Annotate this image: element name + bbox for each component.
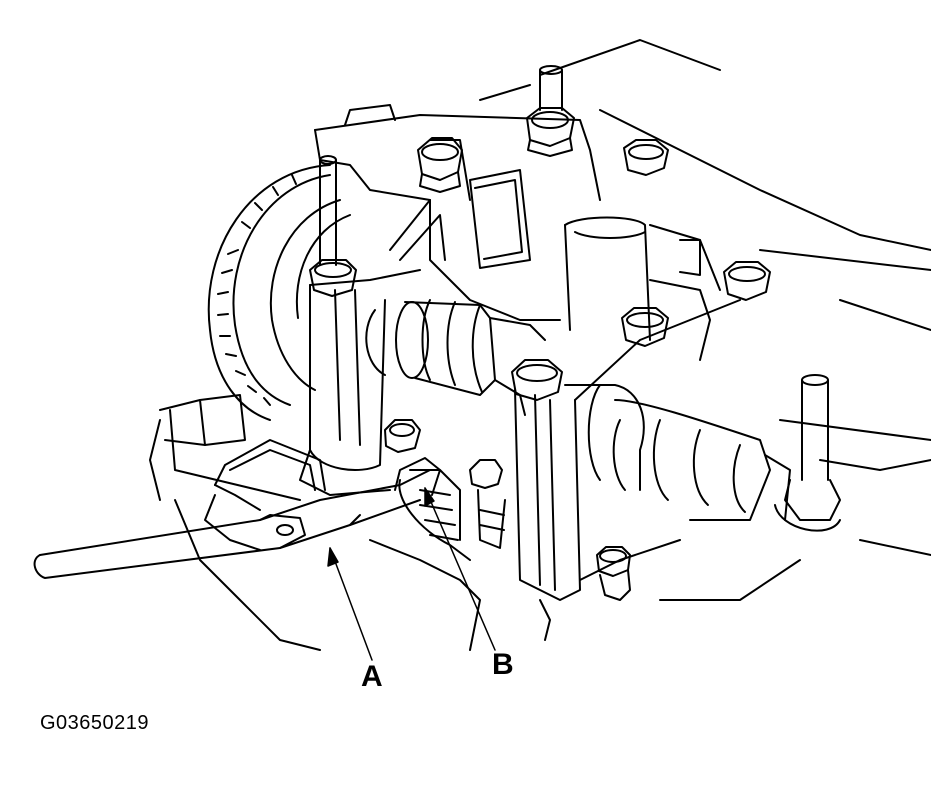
leader-a [329, 547, 373, 661]
arrowhead-b [424, 487, 435, 507]
figure-id: G03650219 [40, 712, 150, 734]
cap-bolts [309, 107, 771, 601]
engine-block-outline [479, 39, 931, 601]
bolt-cap-center [621, 307, 669, 347]
left-cam-cap [299, 269, 421, 496]
bolt-top-center [526, 107, 575, 157]
camshaft [365, 299, 791, 521]
callout-a: A [361, 660, 383, 693]
cam-holder-housing [314, 104, 601, 321]
arrowhead-a [327, 547, 339, 567]
bolt-cap-right-top [723, 261, 771, 301]
bolt-cap-left [309, 259, 357, 297]
studs [319, 65, 841, 532]
callout-b: B [492, 648, 514, 681]
bolt-top-left [417, 137, 463, 193]
bolt-cap-front [511, 359, 563, 401]
bolt-top-right [623, 139, 669, 176]
tool-a-wrench [33, 457, 441, 579]
bolt-lower-small [596, 546, 631, 601]
right-cam-cap [514, 216, 741, 601]
callout-leaders [327, 487, 496, 661]
bracket [214, 439, 326, 511]
camshaft-sprocket [207, 164, 351, 421]
sensor-and-connector [159, 394, 506, 561]
leader-b [424, 487, 496, 651]
lower-casting [149, 419, 551, 651]
